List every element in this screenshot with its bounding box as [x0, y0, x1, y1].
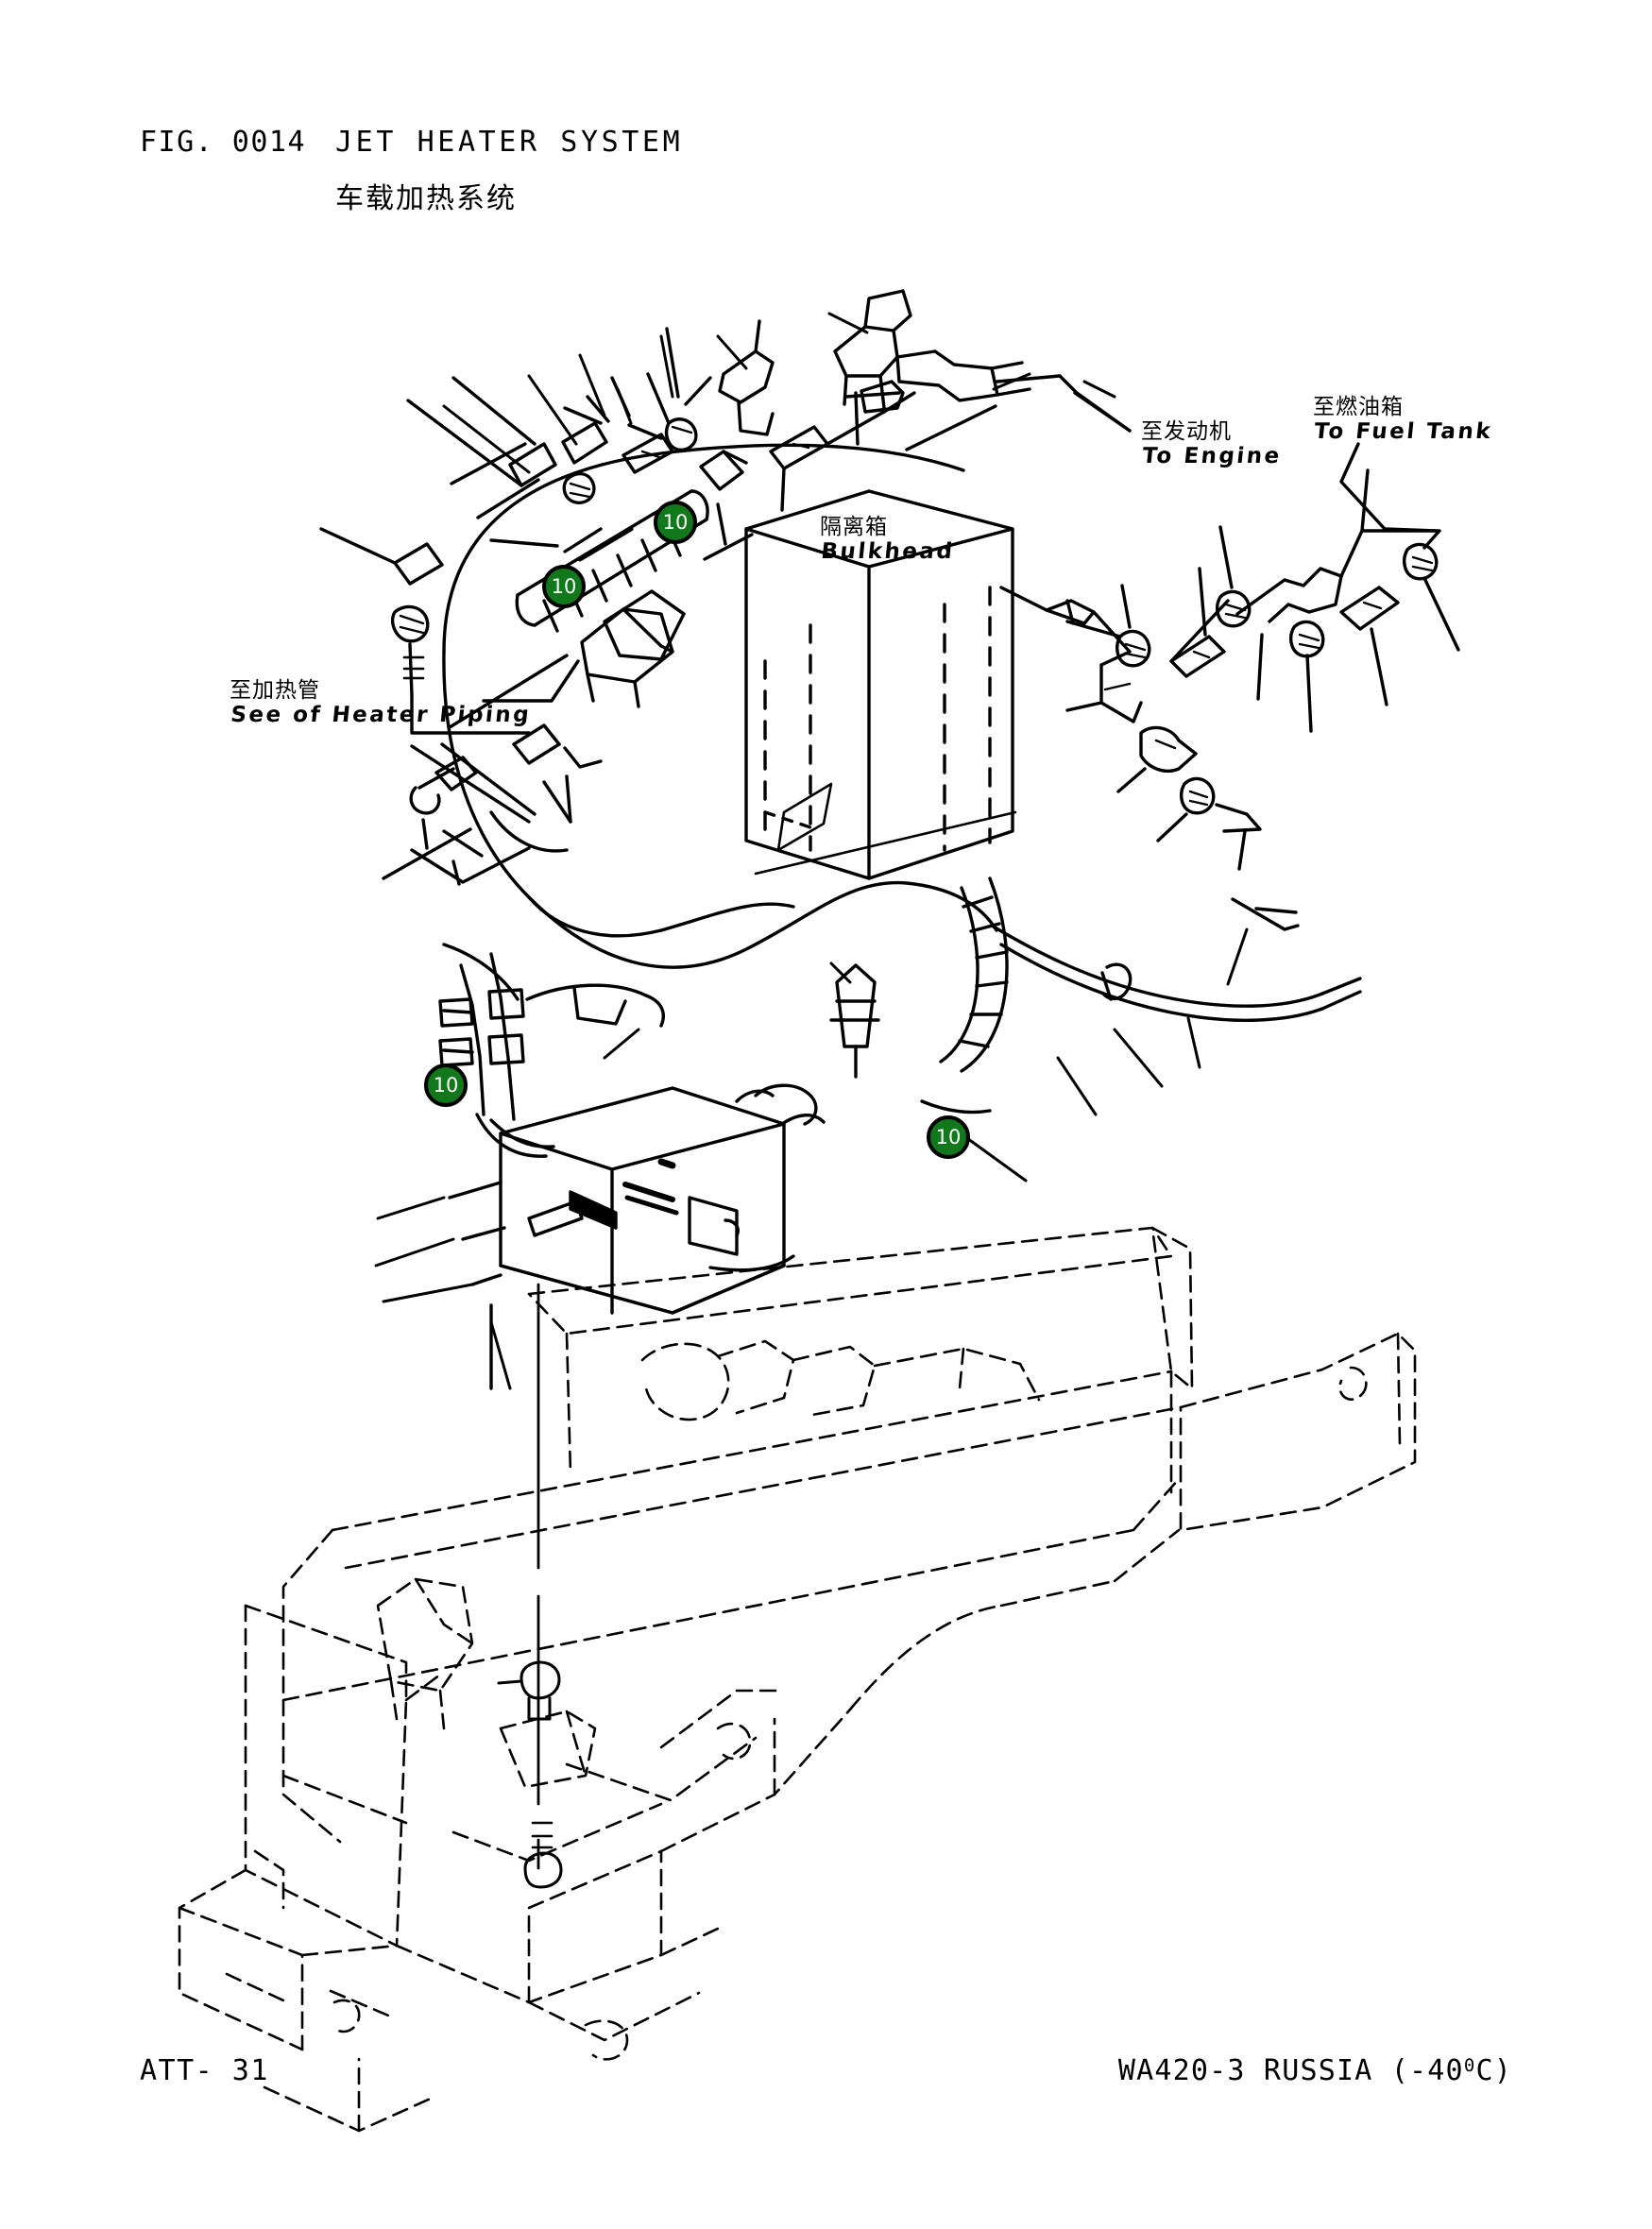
- model-code-prefix: WA420-3 RUSSIA (-40: [1117, 2054, 1464, 2087]
- figure-title-english: JET HEATER SYSTEM: [335, 126, 684, 159]
- wiring-harness: [438, 943, 665, 1158]
- callout-number: 10: [551, 574, 577, 598]
- page-header: FIG. 0014 JET HEATER SYSTEM 车载加热系统: [0, 0, 1652, 246]
- leader-lines-lower-left: [374, 961, 852, 1390]
- engine-leader: [1073, 391, 1132, 433]
- callout-hose-lower[interactable]: 10: [542, 565, 586, 608]
- left-elbow-pipe: [844, 380, 905, 414]
- callout-number: 10: [433, 1073, 459, 1097]
- hood-outline: [442, 443, 998, 969]
- callout-heater-left[interactable]: 10: [424, 1063, 468, 1107]
- degree-symbol: 0: [1463, 2055, 1476, 2076]
- left-pipe-and-bolt: [319, 527, 603, 886]
- figure-title-chinese: 车载加热系统: [335, 182, 517, 215]
- heater-unit-box: [448, 1083, 826, 1390]
- exploded-parts-right: [999, 468, 1460, 871]
- frame-bolt-bottom: [523, 1821, 563, 1889]
- flex-conduit: [939, 876, 1009, 1073]
- figure-number: FIG. 0014: [140, 126, 307, 159]
- top-connector-assembly: [833, 289, 1132, 446]
- callout-number: 10: [662, 510, 689, 534]
- chassis-frame: [178, 1226, 1417, 2133]
- frame-bolt-mid: [497, 1660, 561, 1721]
- callout-hose-upper[interactable]: 10: [654, 501, 697, 544]
- callout-number: 10: [935, 1125, 962, 1149]
- mid-bracket: [829, 963, 880, 1079]
- exploded-parts-upper-left: [406, 319, 997, 519]
- leader-lines-upper-left: [442, 312, 1116, 474]
- bulkhead-box: [744, 489, 1017, 880]
- model-code: WA420-3 RUSSIA (-400C): [1118, 2054, 1512, 2087]
- fuel-tank-leader: [1339, 442, 1438, 533]
- model-code-suffix: C): [1475, 2054, 1512, 2087]
- page-code: ATT- 31: [140, 2054, 269, 2087]
- heater-piping-leader: [482, 659, 580, 703]
- callout-fuel-line[interactable]: 10: [927, 1115, 970, 1159]
- page-footer: ATT- 31 WA420-3 RUSSIA (-400C): [0, 2031, 1652, 2144]
- main-hose-run: [920, 897, 1362, 1114]
- hose-clip-left: [603, 589, 686, 661]
- leader-lines-lower-right: [952, 927, 1249, 1183]
